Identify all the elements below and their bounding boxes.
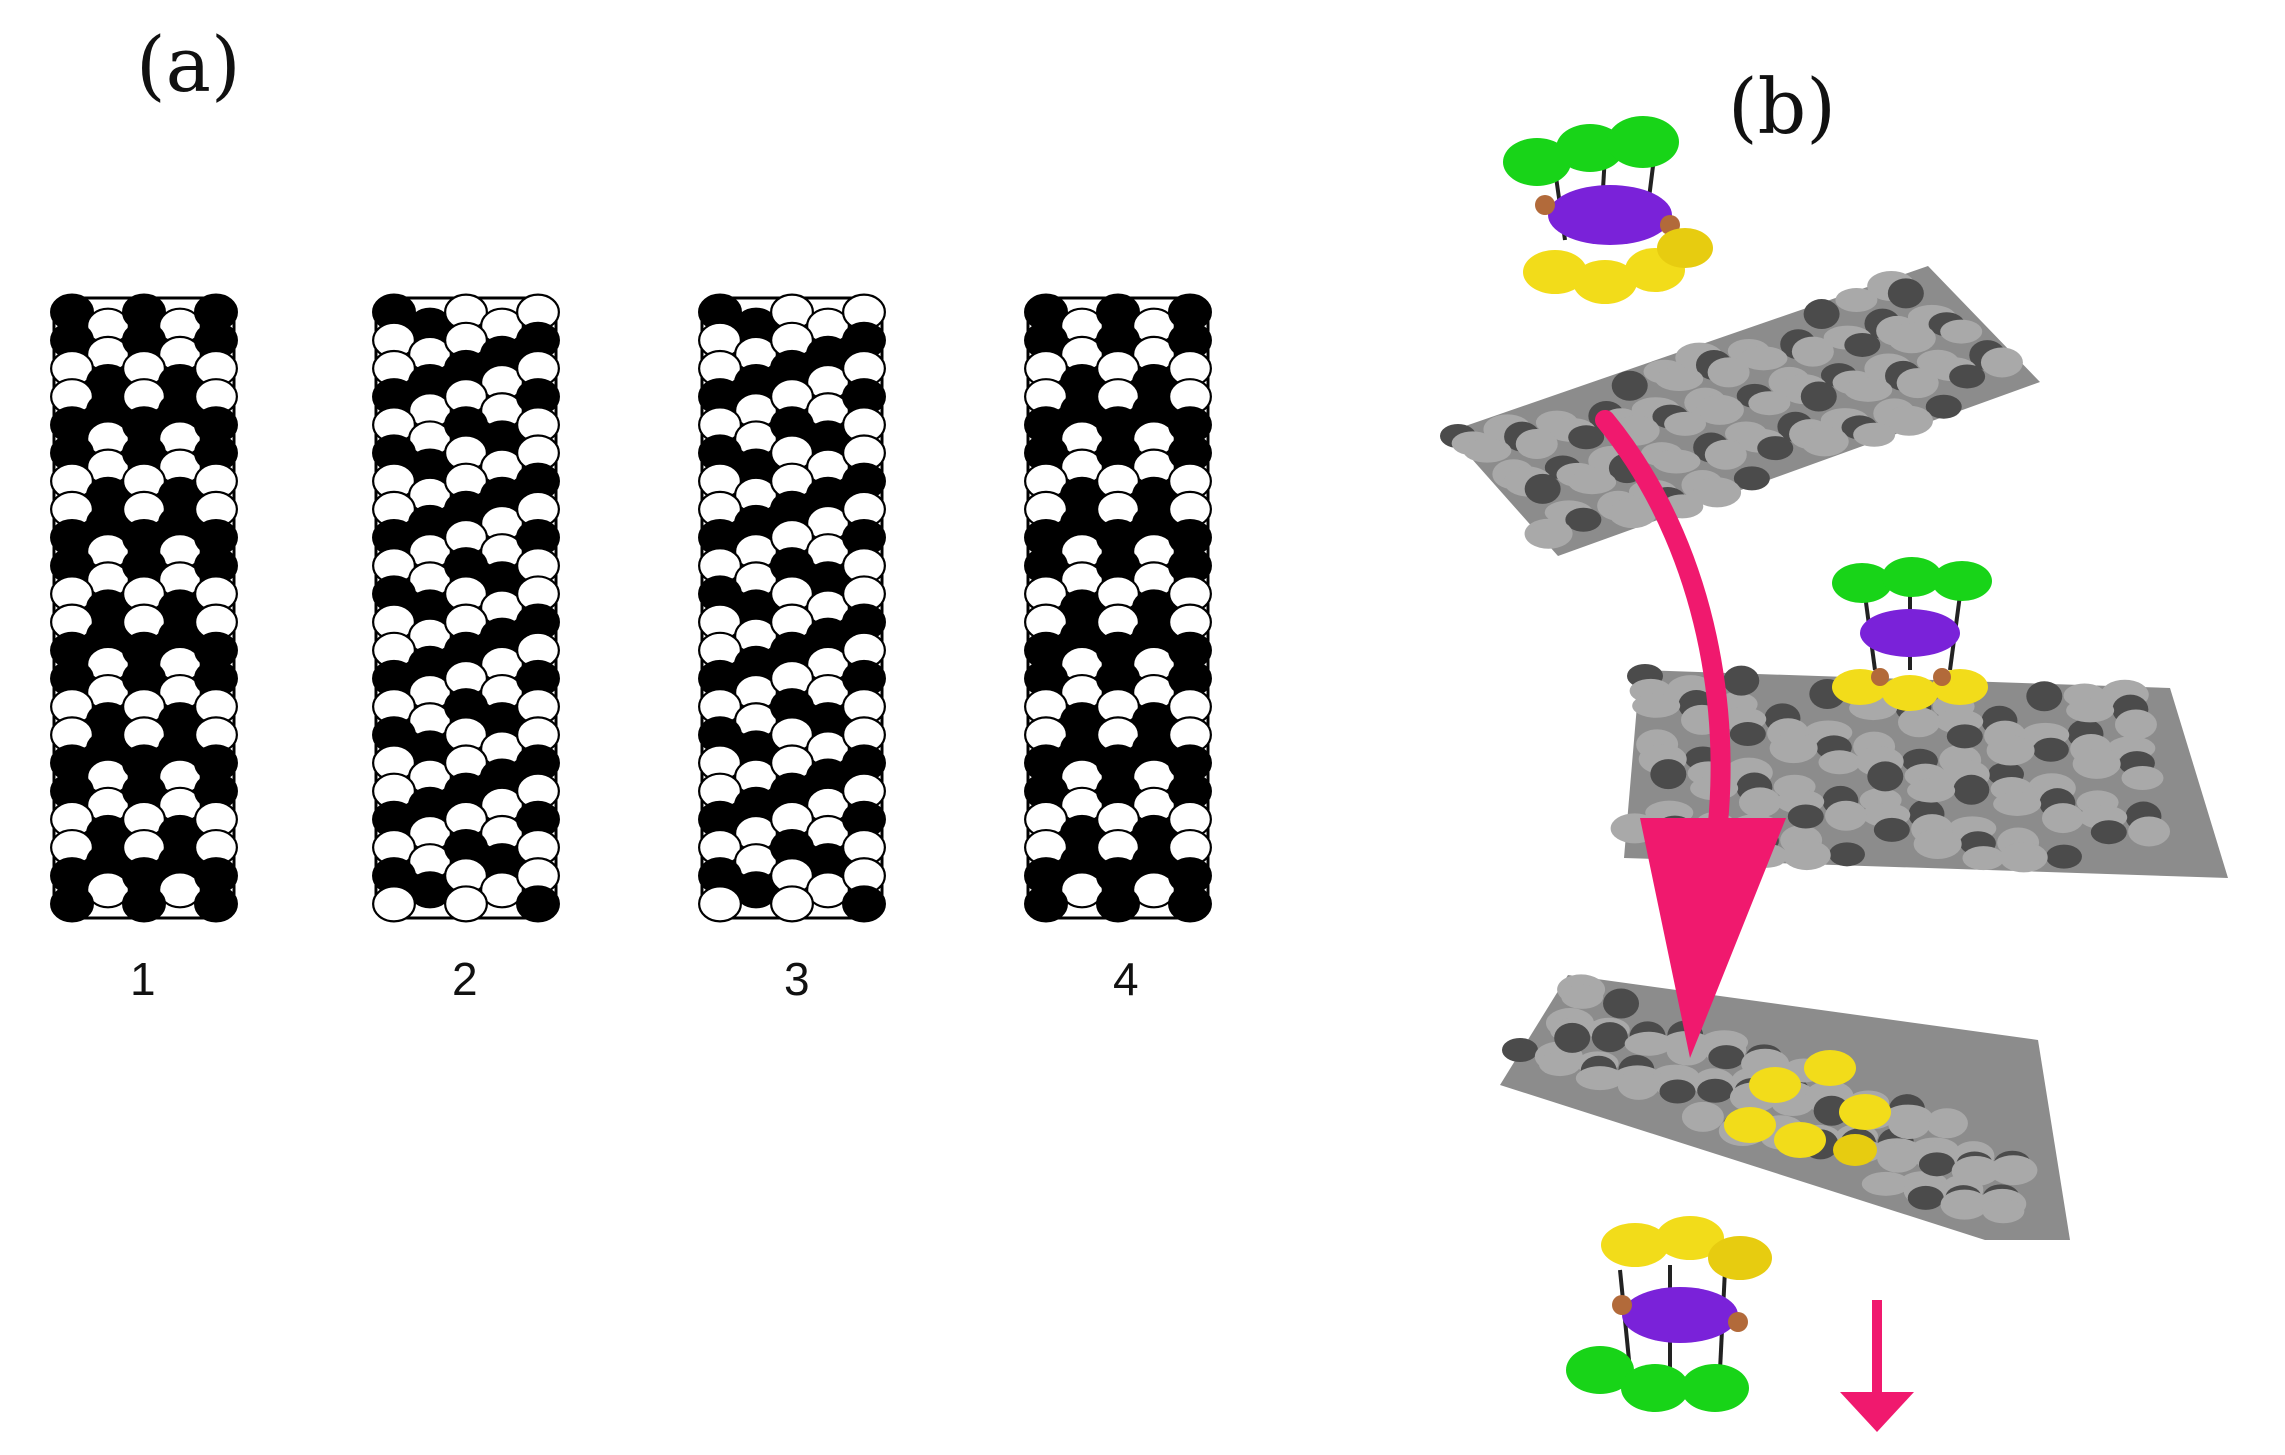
tube-number-1: 1 bbox=[130, 953, 156, 1005]
tube-number-3: 3 bbox=[784, 953, 810, 1005]
pink-down-arrow-icon bbox=[1840, 1300, 1914, 1432]
lattice-sheet-top bbox=[1440, 266, 2040, 556]
microtubule-1 bbox=[50, 293, 238, 923]
microtubule-3 bbox=[698, 293, 886, 923]
lattice-sheet-bottom bbox=[1500, 974, 2070, 1240]
panel-label-a: (a) bbox=[136, 20, 241, 109]
pink-curved-arrow-icon bbox=[1595, 410, 1786, 1058]
panel-b-lattice-sheets bbox=[1440, 266, 2228, 1240]
panel-label-b: (b) bbox=[1728, 62, 1836, 151]
motor-complex-top bbox=[1503, 116, 1713, 304]
tube-number-4: 4 bbox=[1113, 953, 1139, 1005]
motor-complex-middle bbox=[1832, 557, 1992, 711]
microtubule-4 bbox=[1024, 293, 1212, 923]
motor-complex-bottom bbox=[1566, 1216, 1772, 1412]
bound-tubulin-patch bbox=[1724, 1050, 1891, 1166]
microtubule-2 bbox=[372, 293, 560, 923]
tube-number-2: 2 bbox=[452, 953, 478, 1005]
panel-a-microtubules bbox=[50, 293, 1212, 923]
